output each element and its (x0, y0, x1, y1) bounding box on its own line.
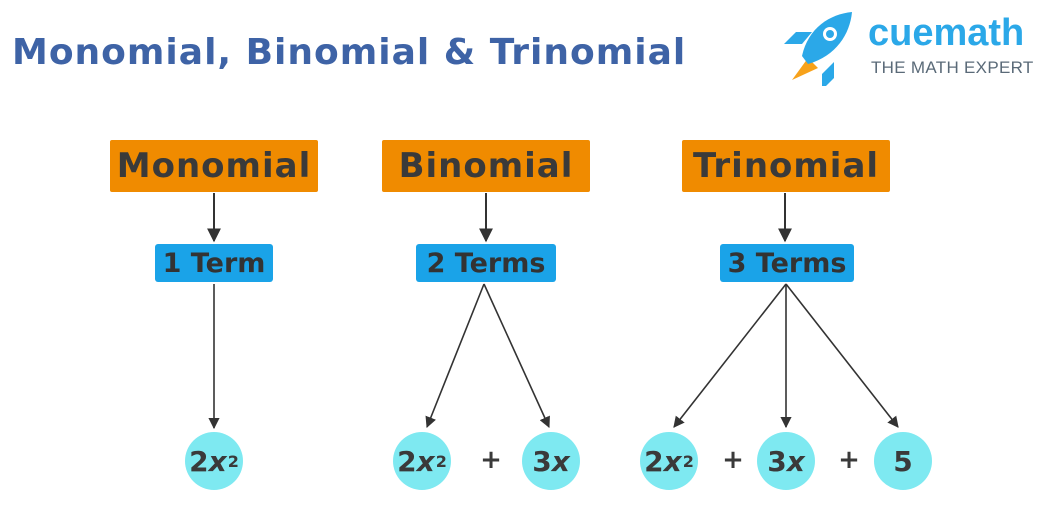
arrow-trinomial-term-3 (785, 283, 899, 428)
terms-count-monomial: 1 Term (155, 244, 273, 282)
plus-operator: + (722, 445, 744, 475)
arrow-binomial-term-2 (483, 283, 550, 429)
arrow-trinomial-term-1 (673, 283, 787, 428)
plus-operator: + (838, 445, 860, 475)
brand-name: cuemath (868, 12, 1025, 54)
terms-count-binomial: 2 Terms (416, 244, 556, 282)
category-monomial: Monomial (110, 140, 318, 192)
brand-tagline: THE MATH EXPERT (871, 58, 1034, 77)
category-trinomial: Trinomial (682, 140, 890, 192)
category-binomial: Binomial (382, 140, 590, 192)
terms-count-trinomial: 3 Terms (720, 244, 854, 282)
page-title: Monomial, Binomial & Trinomial (12, 32, 687, 73)
cuemath-logo: cuemath THE MATH EXPERT (778, 8, 1038, 86)
plus-operator: + (480, 445, 502, 475)
arrow-binomial-term-1 (425, 283, 485, 429)
term-node-trinomial-3: 5 (874, 432, 932, 490)
rocket-icon (784, 12, 852, 86)
